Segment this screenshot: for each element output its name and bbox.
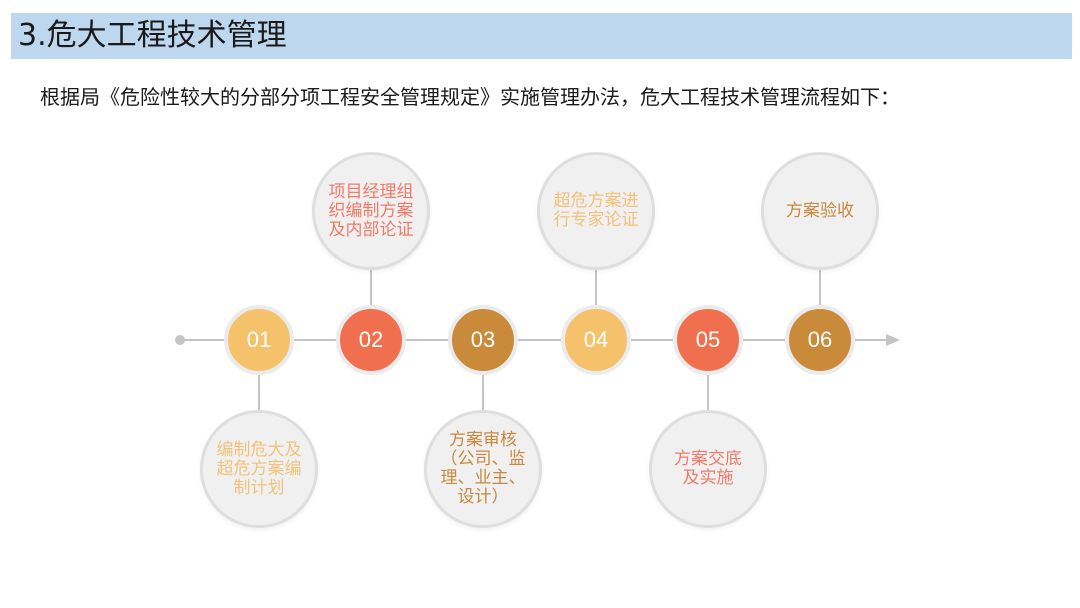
step-03-description: 方案审核（公司、监理、业主、设计）: [424, 410, 542, 528]
step-05-description: 方案交底及实施: [649, 410, 767, 528]
timeline-start-dot: [175, 335, 185, 345]
step-01-label: 编制危大及超危方案编制计划: [216, 439, 302, 498]
step-06: 06: [785, 305, 855, 375]
timeline-arrow-icon: [886, 334, 900, 346]
intro-text: 根据局《危险性较大的分部分项工程安全管理规定》实施管理办法，危大工程技术管理流程…: [40, 85, 900, 109]
step-05-label: 方案交底及实施: [674, 449, 742, 488]
step-06-label: 方案验收: [786, 200, 854, 221]
step-06-description: 方案验收: [761, 152, 879, 270]
step-03-label: 方案审核（公司、监理、业主、设计）: [440, 430, 526, 507]
step-04-description: 超危方案进行专家论证: [537, 152, 655, 270]
step-02-description: 项目经理组织编制方案及内部论证: [312, 152, 430, 270]
step-05: 05: [673, 305, 743, 375]
step-02-label: 项目经理组织编制方案及内部论证: [328, 181, 414, 240]
page-title: 3.危大工程技术管理: [18, 18, 287, 53]
step-02: 02: [336, 305, 406, 375]
step-04: 04: [561, 305, 631, 375]
step-04-label: 超危方案进行专家论证: [553, 191, 639, 230]
step-01: 01: [224, 305, 294, 375]
step-01-description: 编制危大及超危方案编制计划: [200, 410, 318, 528]
title-bar: 3.危大工程技术管理: [11, 13, 1072, 59]
step-03: 03: [448, 305, 518, 375]
